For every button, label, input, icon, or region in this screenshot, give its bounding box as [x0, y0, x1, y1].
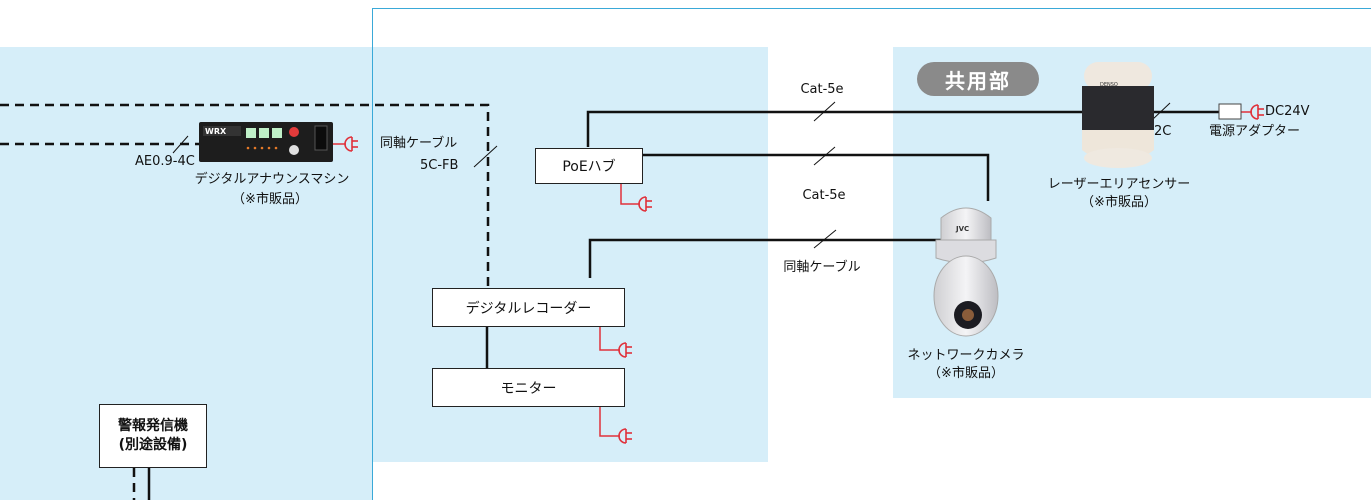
dc-voltage-label: DC24V [1265, 104, 1310, 119]
camera-brand: JVC [955, 225, 969, 233]
digital-recorder-label: デジタルレコーダー [465, 300, 592, 317]
poe-hub-label: PoEハブ [562, 159, 616, 175]
laser-brand: DENSO [1100, 82, 1118, 88]
alarm-label-line2: (別途設備) [118, 437, 188, 453]
ae-cable-label: AE0.9-4C [135, 154, 195, 169]
power-plug-icon [638, 196, 652, 212]
coax-camera-label: 同軸ケーブル [783, 260, 861, 275]
two-core-label: 2C [1154, 124, 1172, 139]
power-adapter-label: 電源アダプター [1209, 124, 1301, 139]
alarm-transmitter-box: 警報発信機 (別途設備) [99, 404, 207, 468]
cat5e-mid-label: Cat-5e [802, 188, 846, 203]
announce-machine-name: デジタルアナウンスマシン [194, 172, 350, 187]
alarm-label-line1: 警報発信機 [118, 418, 188, 434]
monitor-box: モニター [432, 368, 625, 407]
laser-sensor-name: レーザーエリアセンサー [1047, 177, 1191, 192]
cat5e-top-label: Cat-5e [800, 82, 844, 97]
power-plug-icon [618, 342, 632, 358]
laser-sensor-note: （※市販品） [1081, 195, 1157, 210]
coax-left-label: 同軸ケーブル [380, 136, 458, 151]
shared-area-label: 共用部 [945, 68, 1011, 93]
shared-area-badge: 共用部 [917, 62, 1039, 96]
divider-vertical [372, 8, 373, 500]
monitor-label: モニター [500, 380, 557, 397]
power-plug-icon [618, 428, 632, 444]
digital-recorder-box: デジタルレコーダー [432, 288, 625, 327]
power-plug-icon [344, 136, 358, 152]
announce-brand: WRX [205, 127, 227, 136]
network-camera-note: （※市販品） [928, 366, 1004, 381]
divider-horizontal [372, 8, 1371, 9]
power-plug-icon [1250, 104, 1264, 120]
coax-left-spec: 5C-FB [420, 158, 459, 173]
network-camera-name: ネットワークカメラ [907, 348, 1025, 363]
poe-hub-box: PoEハブ [535, 148, 643, 184]
announce-machine-note: （※市販品） [232, 192, 308, 207]
